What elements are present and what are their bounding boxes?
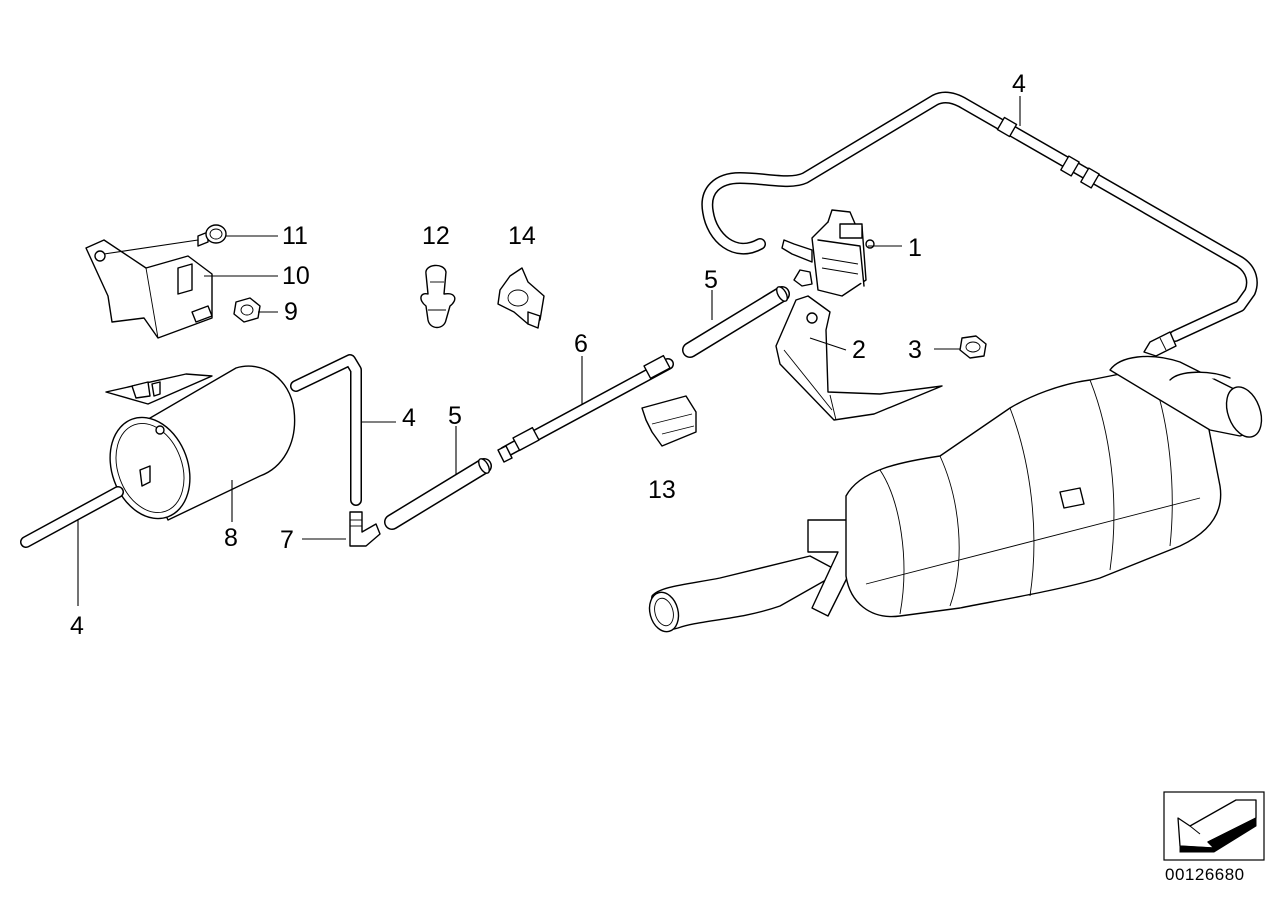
vacuum-line-lower[interactable] [20, 486, 124, 548]
hose-lower[interactable] [384, 457, 492, 530]
elbow-connector[interactable] [349, 511, 381, 547]
line-clip[interactable] [641, 395, 697, 447]
callout-13: 13 [648, 476, 676, 504]
valve-bracket[interactable] [775, 295, 943, 421]
arrow-down-left-icon [1177, 799, 1257, 853]
spacer-nut[interactable] [191, 297, 261, 323]
diagram-id: 00126680 [1165, 865, 1245, 884]
callout-9: 9 [284, 298, 298, 326]
rear-muffler [648, 355, 1263, 633]
hex-nut[interactable] [959, 335, 987, 359]
callout-1: 1 [908, 234, 922, 262]
canister-bracket[interactable] [85, 239, 213, 339]
callout-7: 7 [280, 526, 294, 554]
callout-4-middle: 4 [402, 404, 416, 432]
callout-2: 2 [852, 336, 866, 364]
vacuum-valve[interactable] [781, 209, 875, 297]
vacuum-line-top[interactable] [701, 91, 1258, 357]
callout-10: 10 [282, 262, 310, 290]
callout-4-top: 4 [1012, 70, 1026, 98]
callout-5-lower: 5 [448, 402, 462, 430]
callout-labels: 1 2 3 4 4 4 5 5 6 7 8 9 10 11 12 13 14 [70, 70, 1026, 640]
hose-upper[interactable] [682, 285, 790, 358]
vacuum-pipe[interactable] [497, 354, 674, 463]
callout-8: 8 [224, 524, 238, 552]
callout-5-upper: 5 [704, 266, 718, 294]
vacuum-line-middle[interactable] [290, 354, 362, 506]
callout-11: 11 [282, 222, 308, 250]
callout-12: 12 [422, 222, 450, 250]
callout-3: 3 [908, 336, 922, 364]
callout-6: 6 [574, 330, 588, 358]
charcoal-canister[interactable] [97, 365, 296, 530]
hose-clamp[interactable] [497, 267, 545, 329]
orientation-box: 00126680 [1163, 791, 1265, 884]
callout-14: 14 [508, 222, 536, 250]
leader-lines [77, 96, 1021, 606]
hose-clip[interactable] [420, 264, 456, 329]
bolt[interactable] [197, 224, 227, 247]
callout-4-lower: 4 [70, 612, 84, 640]
